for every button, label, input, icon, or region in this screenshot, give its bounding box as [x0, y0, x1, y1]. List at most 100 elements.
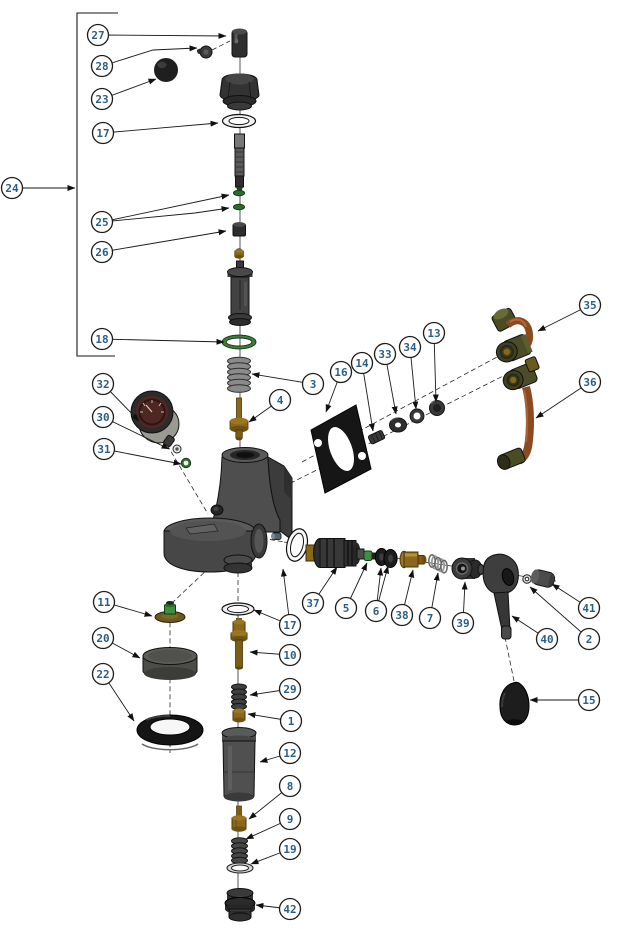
- svg-text:41: 41: [582, 602, 596, 615]
- balloon-4: 4: [268, 388, 292, 412]
- balloon-20: 20: [91, 626, 115, 650]
- part-37-valve-cartridge: [305, 538, 365, 568]
- leader-line-27: [97, 32, 227, 39]
- part-38-brass-fitting: [399, 550, 427, 569]
- part-16-gasket: [310, 404, 372, 494]
- part-28-plug: [196, 45, 213, 59]
- svg-text:42: 42: [283, 903, 296, 916]
- part-1-brass-nut: [232, 708, 246, 723]
- part-brass-seat: [234, 248, 244, 259]
- leader-line-13: [432, 332, 439, 403]
- leader-line-2: [529, 586, 590, 640]
- svg-text:3: 3: [310, 378, 317, 391]
- leader-line-14: [361, 362, 375, 432]
- svg-text:23: 23: [95, 93, 108, 106]
- part-22-seal-ring: [136, 714, 204, 751]
- svg-text:17: 17: [96, 127, 109, 140]
- part-6-orings: [374, 548, 398, 568]
- svg-text:17: 17: [283, 619, 296, 632]
- balloon-25: 25: [90, 210, 114, 234]
- svg-text:24: 24: [5, 182, 19, 195]
- svg-text:19: 19: [283, 843, 296, 856]
- part-36-pipe-fitting: [496, 356, 540, 470]
- svg-text:28: 28: [95, 60, 108, 73]
- balloon-5: 5: [334, 596, 358, 620]
- part-19-washer: [226, 862, 254, 874]
- leader-line-18: [101, 338, 225, 345]
- svg-text:10: 10: [283, 649, 296, 662]
- balloon-36: 36: [578, 370, 602, 394]
- balloon-31: 31: [92, 437, 116, 461]
- balloon-24: 24: [0, 176, 24, 200]
- svg-text:33: 33: [378, 348, 391, 361]
- svg-text:37: 37: [306, 597, 319, 610]
- part-32-pressure-gauge: [130, 390, 180, 448]
- callout-balloons: 2728231724252618341614333413353632303137…: [0, 23, 602, 921]
- part-15-knob: [499, 681, 530, 726]
- svg-text:5: 5: [343, 602, 350, 615]
- balloon-11: 11: [92, 590, 116, 614]
- balloon-42: 42: [278, 897, 302, 921]
- part-29-spring: [231, 683, 247, 710]
- leader-line-30: [102, 416, 170, 450]
- part-34-washer: [409, 408, 425, 424]
- part-11-valve-disc: [154, 601, 186, 623]
- svg-text:31: 31: [97, 443, 111, 456]
- part-5-green-sleeve: [363, 550, 376, 561]
- balloon-9: 9: [278, 807, 302, 831]
- svg-text:14: 14: [355, 357, 369, 370]
- svg-text:4: 4: [277, 394, 284, 407]
- balloon-33: 33: [373, 342, 397, 366]
- svg-text:30: 30: [96, 411, 109, 424]
- leader-line-31: [103, 448, 182, 466]
- svg-text:25: 25: [95, 216, 108, 229]
- part-7-spring: [427, 553, 449, 574]
- part-31-green-oring: [180, 457, 192, 469]
- part-30-washer: [172, 444, 182, 454]
- svg-text:38: 38: [395, 609, 408, 622]
- svg-text:27: 27: [91, 29, 104, 42]
- part-12-canister: [221, 727, 257, 802]
- balloon-41: 41: [577, 596, 601, 620]
- part-piston: [227, 260, 253, 326]
- leader-line-25: [101, 193, 230, 223]
- balloon-30: 30: [91, 405, 115, 429]
- balloon-7: 7: [418, 606, 442, 630]
- group-bracket-24: [76, 12, 118, 357]
- svg-text:8: 8: [287, 780, 294, 793]
- svg-text:40: 40: [540, 633, 553, 646]
- svg-text:16: 16: [334, 366, 348, 379]
- balloon-19: 19: [278, 837, 302, 861]
- part-14-knurled-pin: [368, 430, 386, 445]
- svg-text:36: 36: [583, 376, 597, 389]
- svg-text:29: 29: [283, 683, 296, 696]
- part-17-oring-port: [285, 528, 309, 562]
- balloon-15: 15: [577, 688, 601, 712]
- balloon-34: 34: [398, 335, 422, 359]
- part-gland-nut: [219, 73, 260, 111]
- svg-text:9: 9: [287, 813, 294, 826]
- svg-text:22: 22: [96, 668, 109, 681]
- svg-text:39: 39: [456, 617, 469, 630]
- leader-lines: [12, 32, 591, 910]
- balloon-29: 29: [278, 677, 302, 701]
- balloon-37: 37: [301, 591, 325, 615]
- svg-text:7: 7: [427, 612, 434, 625]
- part-18-green-oring: [221, 334, 257, 350]
- part-27-top-spindle: [231, 28, 248, 58]
- part-valve-body: [163, 447, 293, 574]
- part-33-washer: [389, 417, 407, 433]
- balloon-38: 38: [390, 603, 414, 627]
- balloon-40: 40: [535, 627, 559, 651]
- balloon-2: 2: [577, 627, 601, 651]
- svg-text:13: 13: [427, 327, 440, 340]
- part-25-green-orings: [233, 189, 245, 211]
- balloon-8: 8: [278, 774, 302, 798]
- part-23-ball: [154, 58, 178, 82]
- svg-text:11: 11: [97, 596, 111, 609]
- balloon-39: 39: [451, 611, 475, 635]
- svg-text:35: 35: [583, 299, 596, 312]
- balloon-26: 26: [90, 240, 114, 264]
